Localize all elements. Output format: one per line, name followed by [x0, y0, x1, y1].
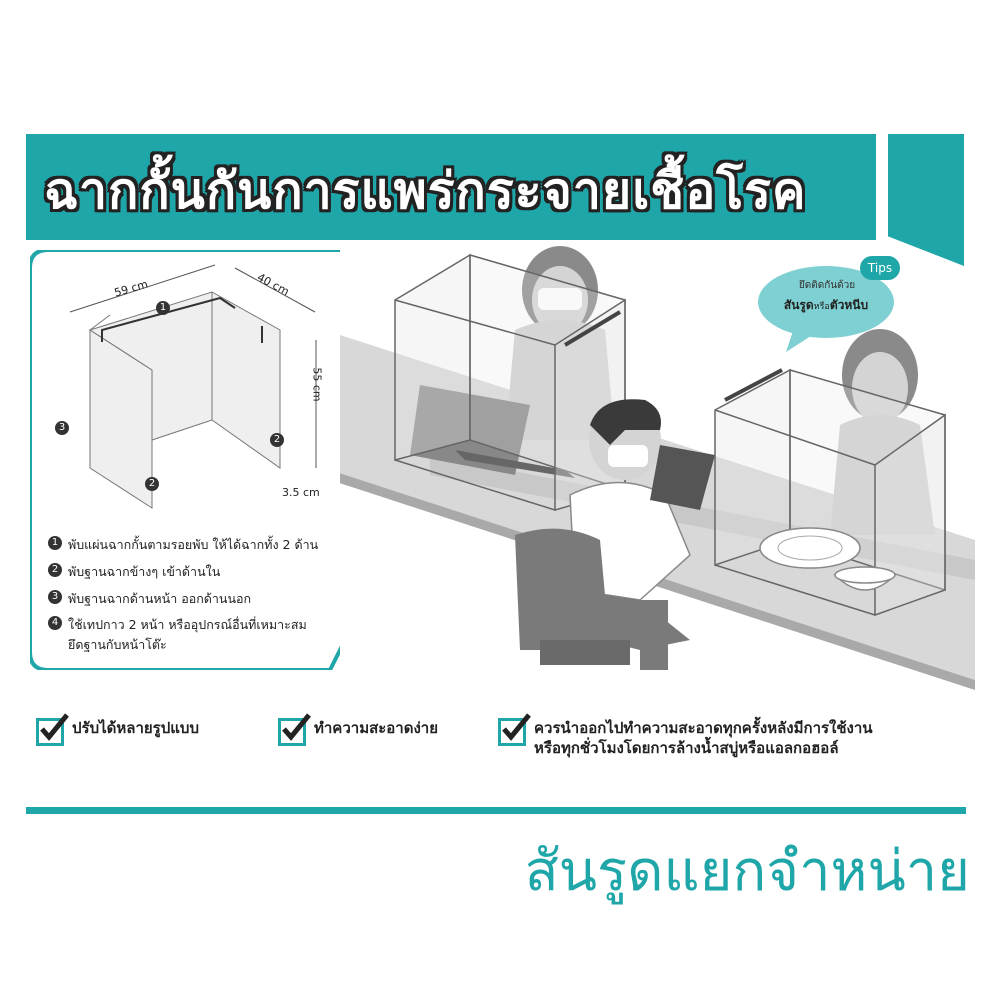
- marker-2b: 2: [145, 477, 159, 491]
- woman-right-figure: [830, 329, 935, 535]
- step-3: 3 พับฐานฉากด้านหน้า ออกด้านนอก: [48, 589, 251, 609]
- step-text: พับฐานฉากด้านหน้า ออกด้านนอก: [68, 591, 252, 606]
- checkbox-icon: [278, 713, 311, 746]
- dimension-base: 3.5 cm: [282, 486, 320, 499]
- tips-badge: Tips: [860, 256, 900, 280]
- feature-cleaning-advice: ควรนำออกไปทำความสะอาดทุกครั้งหลังมีการใช…: [498, 713, 873, 758]
- tips-speech-bubble: [758, 266, 894, 352]
- banner-corner-decoration: [882, 134, 964, 266]
- marker-1: 1: [156, 301, 170, 315]
- woman-left-figure: [505, 246, 615, 440]
- header-banner: [26, 134, 876, 240]
- dimension-height: 55 cm: [310, 367, 324, 402]
- assembly-diagram-panel: [30, 250, 340, 670]
- office-scene-illustration: [330, 246, 975, 690]
- tips-text-line2: สันรูดหรือตัวหนีบ: [783, 298, 869, 312]
- step-text: พับฐานฉากข้างๆ เข้าด้านใน: [68, 564, 221, 579]
- step-1: 1 พับแผ่นฉากกั้นตามรอยพับ ให้ได้ฉากทั้ง …: [48, 535, 318, 555]
- tips-text-line1: ยึดติดกันด้วย: [798, 280, 856, 291]
- step-number: 3: [48, 590, 62, 604]
- chair: [515, 528, 630, 665]
- page-title: ฉากกั้นกันการแพร่กระจายเชื้อโรค: [44, 162, 807, 220]
- step-number: 2: [48, 563, 62, 577]
- feature-adjustable: ปรับได้หลายรูปแบบ: [36, 713, 199, 746]
- step-number: 1: [48, 536, 62, 550]
- checkbox-icon: [498, 713, 531, 746]
- step-4: 4 ใช้เทปกาว 2 หน้า หรืออุปกรณ์อื่นที่เหม…: [48, 615, 307, 655]
- marker-2: 2: [270, 433, 284, 447]
- plate-and-bowl: [759, 527, 897, 591]
- step-text: ใช้เทปกาว 2 หน้า หรืออุปกรณ์อื่นที่เหมาะ…: [68, 617, 307, 652]
- step-2: 2 พับฐานฉากข้างๆ เข้าด้านใน: [48, 562, 220, 582]
- step-text: พับแผ่นฉากกั้นตามรอยพับ ให้ได้ฉากทั้ง 2 …: [68, 537, 319, 552]
- distributor-note: สันรูดแยกจำหน่าย: [524, 839, 970, 904]
- marker-3: 3: [55, 421, 69, 435]
- checkbox-icon: [36, 713, 69, 746]
- step-number: 4: [48, 616, 62, 630]
- feature-easy-clean: ทำความสะอาดง่าย: [278, 713, 438, 746]
- divider-bar: [26, 807, 966, 814]
